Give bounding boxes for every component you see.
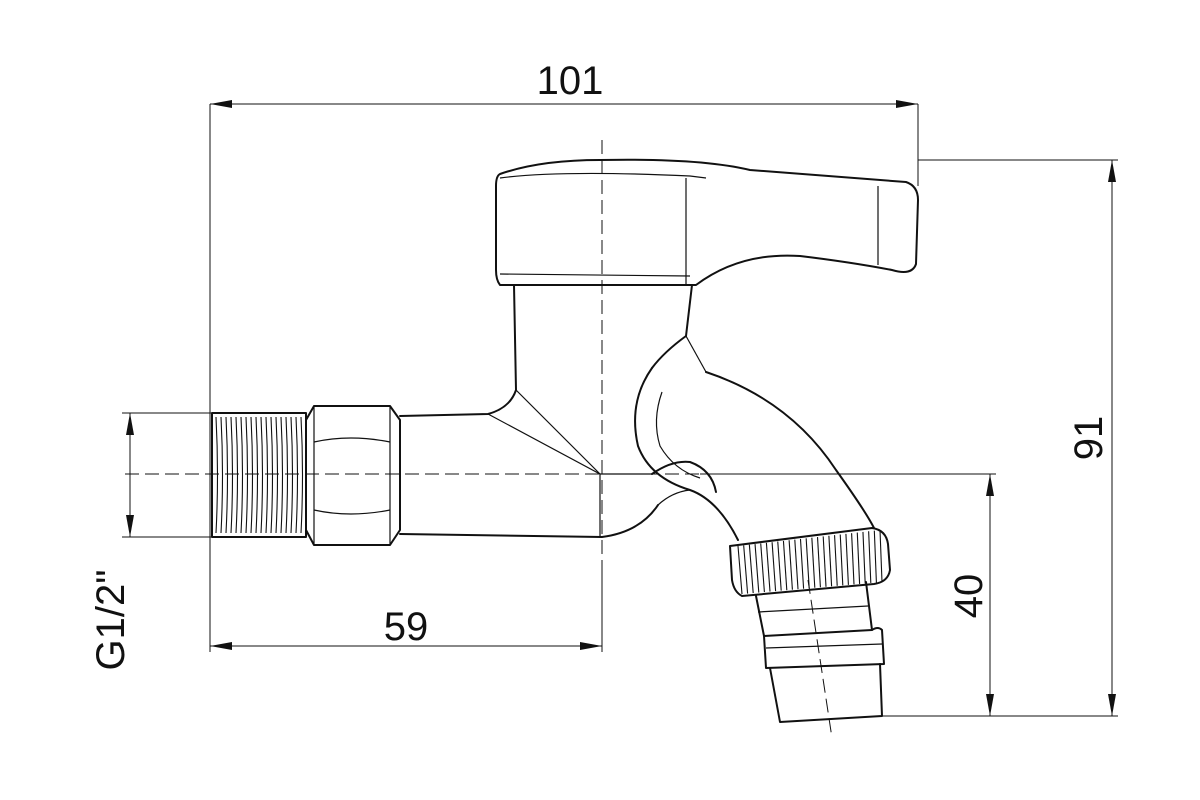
thread-line	[260, 416, 264, 534]
knurl-line	[782, 540, 788, 591]
thread-line	[220, 416, 224, 534]
knurl-line	[851, 533, 855, 585]
dimension-length-59: 59	[210, 560, 603, 652]
thread-line	[240, 416, 244, 534]
knurl-line	[805, 538, 810, 589]
thread-line	[265, 416, 269, 534]
spout-height-label: 40	[947, 574, 991, 619]
thread-line	[290, 416, 294, 534]
knurl-line	[811, 537, 816, 588]
spout	[634, 367, 875, 541]
knurl-line	[873, 530, 877, 583]
thread-line	[280, 416, 284, 534]
thread-line	[275, 416, 279, 534]
knurl-line	[816, 537, 821, 588]
knurl-line	[856, 532, 861, 584]
thread-line	[295, 416, 299, 534]
thread-label: G1/2"	[89, 570, 133, 671]
center-lines	[125, 140, 833, 739]
inlet-axis-label: 59	[384, 605, 429, 649]
knurl-line	[794, 539, 799, 590]
dimension-height-40: 40	[700, 473, 996, 716]
thread-line	[225, 416, 229, 534]
thread-line	[245, 416, 249, 534]
dimension-length-101: 101	[209, 59, 919, 652]
hex-nut	[305, 405, 401, 546]
knurl-line	[822, 536, 827, 587]
hose-connector	[755, 581, 885, 723]
threaded-inlet	[211, 412, 307, 538]
knurl-line	[839, 534, 844, 586]
knurl-line	[737, 545, 743, 595]
knurl-line	[777, 541, 782, 591]
knurl-line	[868, 531, 872, 583]
knurl-line	[834, 535, 838, 586]
knurl-line	[799, 538, 805, 589]
thread-line	[230, 416, 234, 534]
thread-line	[255, 416, 259, 534]
thread-line	[270, 416, 274, 534]
dimension-height-91: 91	[880, 159, 1118, 717]
knurl-line	[743, 545, 749, 594]
thread-line	[215, 416, 219, 534]
lever-handle	[495, 158, 919, 286]
knurl-line	[760, 543, 765, 593]
knurl-line	[788, 540, 793, 590]
thread-line	[285, 416, 289, 534]
height-label: 91	[1067, 416, 1111, 461]
knurl-line	[879, 529, 883, 583]
knurl-line	[754, 544, 760, 593]
knurled-coupling	[729, 527, 891, 597]
valve-body	[399, 284, 707, 538]
thread-hatching	[215, 416, 304, 534]
knurl-line	[845, 533, 849, 585]
length-label: 101	[537, 59, 604, 103]
knurl-line	[765, 542, 771, 592]
knurl-line	[771, 542, 777, 592]
knurl-pattern	[737, 529, 883, 595]
dimension-thread: G1/2"	[89, 412, 212, 671]
thread-line	[300, 416, 304, 534]
knurl-line	[862, 531, 866, 584]
knurl-line	[828, 535, 833, 587]
knurl-line	[748, 544, 754, 594]
thread-line	[235, 416, 239, 534]
thread-line	[250, 416, 254, 534]
